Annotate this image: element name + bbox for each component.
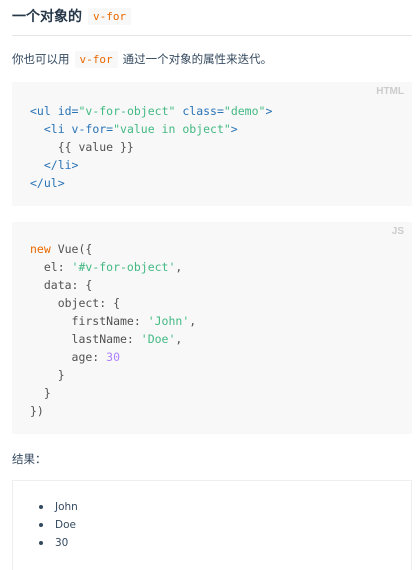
html-code-line: {{ value }} [30, 138, 134, 156]
html-code-line: <li v-for="value in object"> [30, 120, 238, 138]
js-lang-label: JS [391, 226, 404, 237]
section-heading-text: 一个对象的 [12, 9, 82, 25]
html-token: class= [175, 104, 224, 118]
js-token: 'Doe' [140, 332, 176, 346]
bullet-icon [39, 541, 43, 545]
list-item: John [39, 498, 78, 516]
html-code-line: <ul id="v-for-object" class="demo"> [30, 102, 272, 120]
js-token: lastName: [30, 332, 141, 346]
js-token: new [30, 242, 51, 256]
html-token: </li> [30, 158, 79, 172]
js-token: }) [30, 404, 44, 418]
js-token: firstName: [30, 314, 148, 328]
list-item: Doe [39, 516, 76, 534]
section-heading-code: v-for [88, 7, 132, 25]
js-code-line: object: { [30, 294, 120, 312]
js-token: 30 [106, 350, 121, 364]
list-item-text: Doe [55, 519, 76, 531]
js-token: } [30, 368, 65, 382]
js-token: Vue({ [50, 242, 93, 256]
list-item: 30 [39, 534, 68, 552]
section-heading: 一个对象的 v-for [12, 4, 132, 28]
js-token: , [175, 332, 183, 346]
html-token: > [265, 104, 273, 118]
html-token: <ul [30, 104, 58, 118]
result-label: 结果： [12, 452, 47, 466]
html-token: <li [30, 122, 72, 136]
bullet-icon [39, 523, 43, 527]
intro-inline-code: v-for [74, 50, 118, 68]
js-code-line: } [30, 366, 65, 384]
js-code-line: data: { [30, 276, 92, 294]
js-code-line: } [30, 384, 51, 402]
result-demo: John Doe 30 [12, 480, 412, 570]
js-token: object: { [30, 296, 121, 310]
html-lang-label: HTML [376, 86, 404, 97]
html-code-block: HTML <ul id="v-for-object" class="demo">… [12, 82, 412, 206]
intro-text-after: 通过一个对象的属性来迭代。 [122, 52, 273, 66]
html-code-line: </li> [30, 156, 79, 174]
html-token: id= [57, 104, 79, 118]
js-code-line: new Vue({ [30, 240, 92, 258]
intro-text-before: 你也可以用 [12, 52, 70, 66]
js-token: , [189, 314, 197, 328]
html-token: </ul> [30, 176, 65, 190]
heading-divider [12, 35, 412, 36]
js-token: age: [30, 350, 107, 364]
intro-paragraph: 你也可以用 v-for 通过一个对象的属性来迭代。 [12, 49, 272, 69]
js-token: , [175, 260, 183, 274]
list-item-text: 30 [55, 537, 69, 549]
html-token: v-for= [71, 122, 114, 136]
html-token: > [230, 122, 238, 136]
html-token: {{ value }} [30, 140, 134, 154]
html-token: "v-for-object" [78, 104, 176, 118]
js-code-line: }) [30, 402, 44, 420]
js-code-line: firstName: 'John', [30, 312, 197, 330]
js-code-line: el: '#v-for-object', [30, 258, 183, 276]
js-code-line: lastName: 'Doe', [30, 330, 183, 348]
js-token: el: [30, 260, 72, 274]
js-token: '#v-for-object' [71, 260, 176, 274]
js-token: data: { [30, 278, 93, 292]
list-item-text: John [55, 501, 78, 513]
html-code-line: </ul> [30, 174, 65, 192]
html-token: "demo" [223, 104, 266, 118]
bullet-icon [39, 505, 43, 509]
js-token: 'John' [147, 314, 190, 328]
js-token: } [30, 386, 51, 400]
js-code-line: age: 30 [30, 348, 121, 366]
html-token: "value in object" [113, 122, 231, 136]
js-code-block: JS new Vue({ el: '#v-for-object', data: … [12, 222, 412, 434]
